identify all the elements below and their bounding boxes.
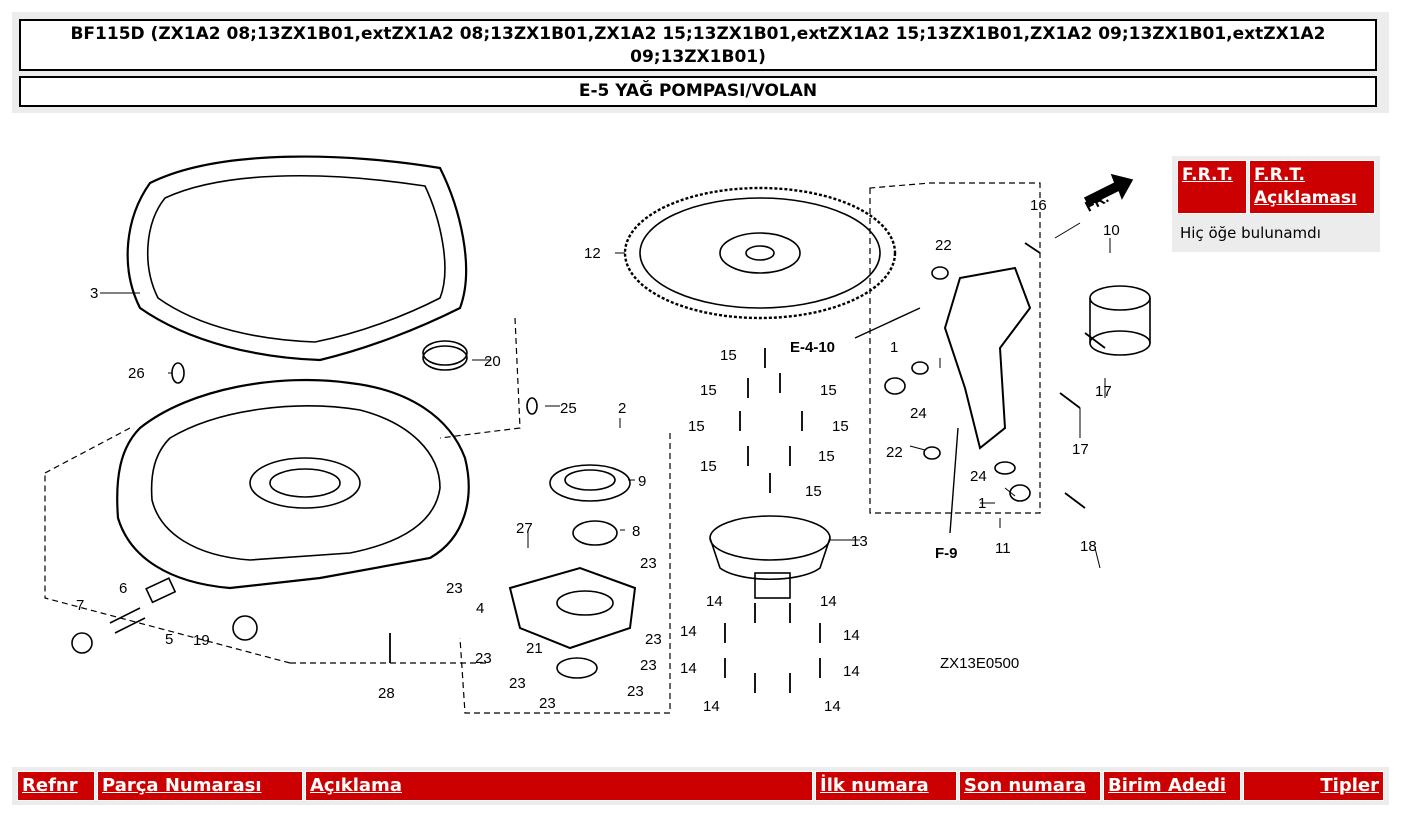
svg-text:23: 23 — [509, 675, 526, 692]
svg-text:14: 14 — [680, 623, 697, 640]
svg-text:25: 25 — [560, 400, 577, 417]
column-description[interactable]: Açıklama — [305, 771, 813, 801]
svg-text:3: 3 — [90, 285, 98, 302]
frt-header[interactable]: F.R.T. — [1177, 160, 1247, 214]
svg-text:14: 14 — [843, 663, 860, 680]
model-title: BF115D (ZX1A2 08;13ZX1B01,extZX1A2 08;13… — [19, 19, 1377, 71]
svg-text:5: 5 — [165, 631, 173, 648]
svg-text:28: 28 — [378, 685, 395, 702]
svg-text:10: 10 — [1103, 222, 1120, 239]
svg-text:15: 15 — [700, 382, 717, 399]
svg-text:11: 11 — [995, 540, 1011, 557]
svg-text:13: 13 — [851, 533, 868, 550]
svg-text:21: 21 — [526, 640, 543, 657]
svg-text:1: 1 — [890, 339, 898, 356]
svg-text:19: 19 — [193, 632, 210, 649]
svg-text:14: 14 — [843, 627, 860, 644]
parts-diagram: 3 26 20 25 2 9 27 8 23 23 4 23 21 23 23 … — [20, 128, 1170, 728]
svg-text:23: 23 — [627, 683, 644, 700]
svg-text:15: 15 — [700, 458, 717, 475]
column-last-number[interactable]: Son numara — [959, 771, 1101, 801]
svg-text:14: 14 — [706, 593, 723, 610]
svg-text:7: 7 — [76, 597, 84, 614]
svg-text:17: 17 — [1072, 441, 1089, 458]
column-unit-quantity[interactable]: Birim Adedi — [1103, 771, 1241, 801]
svg-text:23: 23 — [446, 580, 463, 597]
svg-text:18: 18 — [1080, 538, 1097, 555]
column-types[interactable]: Tipler — [1243, 771, 1384, 801]
frt-description-header[interactable]: F.R.T. Açıklaması — [1249, 160, 1375, 214]
svg-text:23: 23 — [640, 555, 657, 572]
svg-text:27: 27 — [516, 520, 533, 537]
svg-text:20: 20 — [484, 353, 501, 370]
svg-text:14: 14 — [680, 660, 697, 677]
svg-text:15: 15 — [820, 382, 837, 399]
frt-panel: F.R.T. F.R.T. Açıklaması Hiç öğe bulunam… — [1172, 156, 1380, 252]
column-part-number[interactable]: Parça Numarası — [97, 771, 303, 801]
section-title: E-5 YAĞ POMPASI/VOLAN — [19, 76, 1377, 107]
svg-text:14: 14 — [703, 698, 720, 715]
svg-text:2: 2 — [618, 400, 626, 417]
frt-empty-message: Hiç öğe bulunamdı — [1177, 220, 1375, 246]
svg-text:16: 16 — [1030, 197, 1047, 214]
svg-text:15: 15 — [832, 418, 849, 435]
svg-text:23: 23 — [645, 631, 662, 648]
column-refnr[interactable]: Refnr — [17, 771, 95, 801]
svg-text:23: 23 — [539, 695, 556, 712]
header-panel: BF115D (ZX1A2 08;13ZX1B01,extZX1A2 08;13… — [12, 12, 1389, 113]
svg-text:23: 23 — [640, 657, 657, 674]
svg-text:6: 6 — [119, 580, 127, 597]
svg-text:23: 23 — [475, 650, 492, 667]
svg-text:14: 14 — [824, 698, 841, 715]
parts-table-header: Refnr Parça Numarası Açıklama İlk numara… — [12, 767, 1389, 805]
svg-text:15: 15 — [720, 347, 737, 364]
svg-text:22: 22 — [886, 444, 903, 461]
column-first-number[interactable]: İlk numara — [815, 771, 957, 801]
svg-text:4: 4 — [476, 600, 484, 617]
svg-text:22: 22 — [935, 237, 952, 254]
svg-text:15: 15 — [818, 448, 835, 465]
svg-text:1: 1 — [978, 495, 986, 512]
svg-text:15: 15 — [688, 418, 705, 435]
ref-e-4-10: E-4-10 — [790, 339, 835, 356]
svg-text:24: 24 — [910, 405, 927, 422]
svg-text:26: 26 — [128, 365, 145, 382]
svg-text:24: 24 — [970, 468, 987, 485]
svg-text:14: 14 — [820, 593, 837, 610]
svg-text:8: 8 — [632, 523, 640, 540]
svg-text:12: 12 — [584, 245, 601, 262]
ref-f-9: F-9 — [935, 545, 958, 562]
svg-text:15: 15 — [805, 483, 822, 500]
svg-text:9: 9 — [638, 473, 646, 490]
diagram-code: ZX13E0500 — [940, 655, 1019, 672]
svg-text:17: 17 — [1095, 383, 1112, 400]
